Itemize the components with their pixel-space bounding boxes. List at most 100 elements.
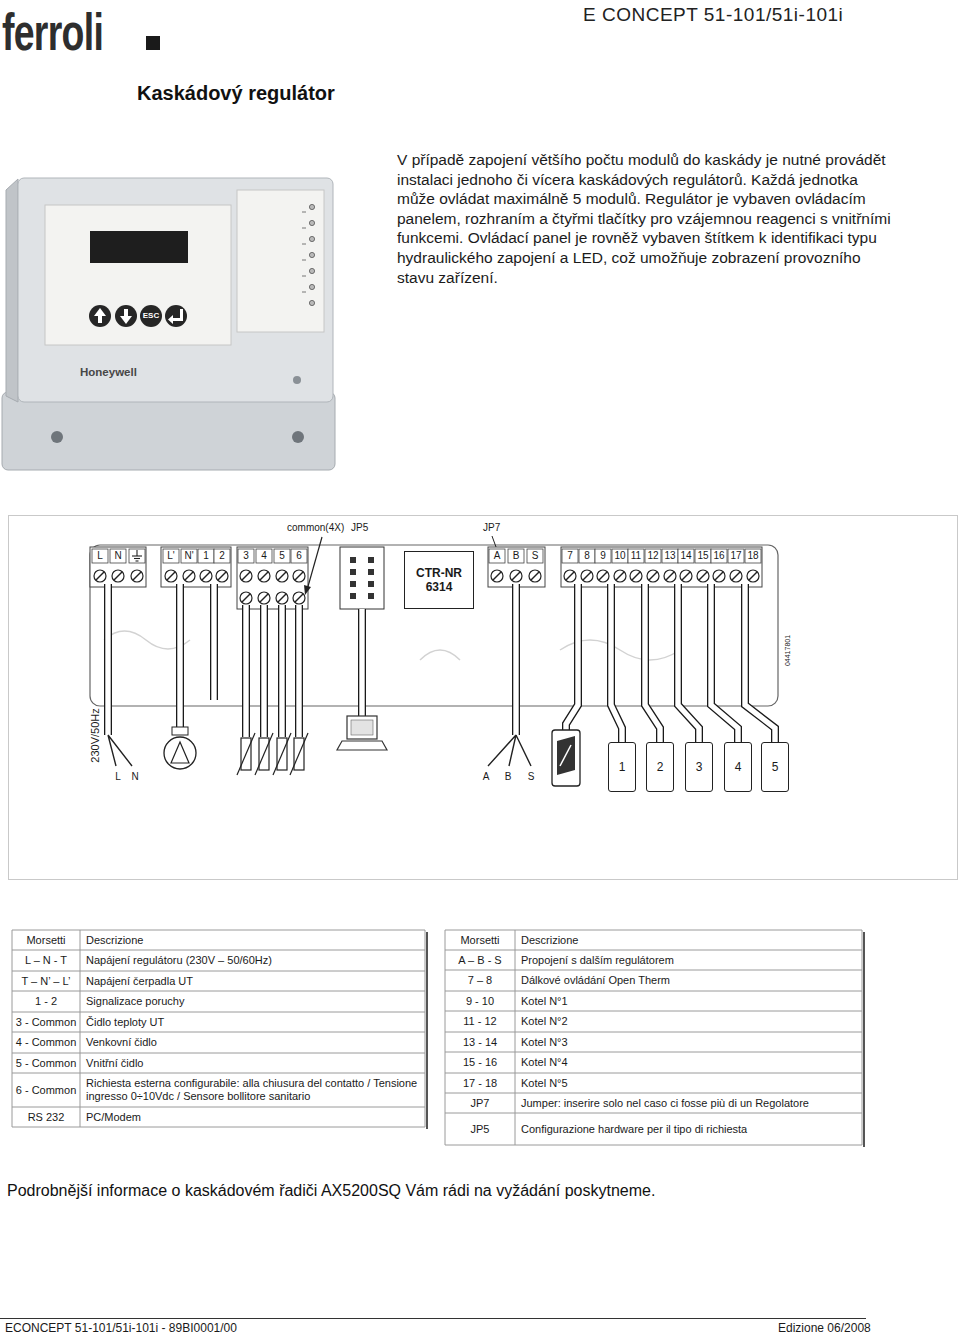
- jumper-block: [368, 581, 374, 587]
- terminal-strip: [489, 549, 505, 563]
- terminal-label: 5: [274, 549, 290, 563]
- cable: [177, 584, 182, 727]
- cable: [210, 584, 218, 700]
- terminal-strip: [678, 549, 694, 563]
- footer-note: Podrobnější informace o kaskádovém řadič…: [7, 1181, 655, 1201]
- terminal-strip: [527, 549, 543, 563]
- controller-photo: [302, 212, 306, 213]
- terminal-strip: [747, 570, 759, 582]
- jumper-block: [368, 569, 374, 575]
- remote-control-symbol: [557, 736, 575, 775]
- terminal-label: L: [92, 549, 108, 563]
- controller-photo: [309, 220, 314, 225]
- controller-photo: [45, 205, 231, 345]
- jumper-block: [350, 557, 374, 599]
- terminal-strip: [645, 549, 661, 563]
- table-cell: 5 - Common: [12, 1053, 80, 1073]
- cable: [296, 605, 301, 737]
- jumper-block: [340, 547, 384, 609]
- table-cell: Venkovní čidlo: [80, 1032, 425, 1053]
- terminal-strip: [163, 549, 179, 563]
- jumper-block: [350, 569, 356, 575]
- table-cell: 6 - Common: [12, 1073, 80, 1107]
- terminal-strip: [508, 549, 524, 563]
- terminal-strip: [529, 570, 541, 582]
- terminal-strip: [136, 560, 139, 561]
- terminal-strip: [745, 549, 761, 563]
- terminal-strip: [291, 549, 307, 563]
- laptop-symbol: [351, 720, 373, 735]
- controller-photo: [237, 190, 324, 332]
- table-cell: Propojení s dalším regulátorem: [515, 950, 862, 970]
- pump-symbol: [171, 742, 189, 763]
- terminal-label: 12: [645, 549, 661, 563]
- terminal-strip: [134, 558, 140, 559]
- table-cell: 7 – 8: [445, 970, 515, 991]
- terminal-label: 15: [695, 549, 711, 563]
- table-cell: JP5: [445, 1113, 515, 1145]
- node-text: 2: [657, 760, 664, 774]
- cable: [260, 605, 268, 737]
- table-grid: [12, 930, 425, 1127]
- terminal-strip: [713, 570, 725, 582]
- terminal-label: N': [181, 549, 197, 563]
- terminal-label: 7: [562, 549, 578, 563]
- boiler-box: 1: [608, 742, 636, 792]
- terminal-strip: [129, 549, 145, 563]
- table-cell: Vnitřní čidlo: [80, 1053, 425, 1073]
- jumper-block: [340, 547, 384, 609]
- controller-photo: [309, 268, 314, 273]
- controller-photo: [309, 204, 314, 305]
- cable: [566, 584, 578, 730]
- jumper-block: [350, 581, 356, 587]
- terminal-strip: [612, 549, 628, 563]
- terminal-strip: [697, 570, 709, 582]
- terminal-strip: [293, 592, 305, 604]
- table-cell: PC/Modem: [80, 1107, 425, 1127]
- cable: [279, 605, 284, 737]
- table-cell: Descrizione: [80, 930, 425, 950]
- table-cell: RS 232: [12, 1107, 80, 1127]
- node-text: 5: [772, 760, 779, 774]
- table-shadow: [427, 932, 864, 1147]
- header-text: E CONCEPT 51-101/51i-101i: [583, 3, 843, 27]
- terminal-strip: [237, 547, 308, 609]
- footer-text: ECONCEPT 51-101/51i-101i - 89BI0001/00: [5, 1321, 237, 1336]
- table-cell: 15 - 16: [445, 1052, 515, 1073]
- terminal-strip: [112, 570, 124, 582]
- terminal-strip: [92, 549, 108, 563]
- wire-label: N: [129, 771, 141, 783]
- terminal-strip: [94, 570, 106, 582]
- terminal-strip: [564, 570, 576, 582]
- terminal-label: 3: [238, 549, 254, 563]
- terminal-strip: [132, 550, 142, 561]
- boiler-box: 2: [646, 742, 674, 792]
- terminal-label: 18: [745, 549, 761, 563]
- header-mark: [146, 36, 160, 50]
- controller-photo: [309, 204, 314, 209]
- table-grid: [445, 930, 862, 1145]
- table-cell: T – N’ – L’: [12, 971, 80, 991]
- remote-control-symbol: [552, 730, 580, 786]
- controller-photo: [302, 228, 306, 229]
- terminal-strip: [695, 549, 711, 563]
- wiring-frame: [9, 516, 958, 880]
- cable: [611, 584, 622, 742]
- sensor-symbol: [237, 733, 255, 775]
- terminal-strip: [595, 549, 611, 563]
- terminal-strip: [183, 570, 195, 582]
- terminal-strip: [293, 570, 305, 582]
- terminal-strip: [597, 570, 609, 582]
- terminal-strip: [238, 549, 254, 563]
- table-cell: Kotel N°3: [515, 1032, 862, 1052]
- terminal-label: 16: [711, 549, 727, 563]
- page-title: Kaskádový regulátor: [137, 81, 335, 105]
- cable: [105, 584, 110, 735]
- table-cell: Kotel N°5: [515, 1073, 862, 1093]
- footer-text: Edizione 06/2008: [778, 1321, 871, 1336]
- wire-label: L: [112, 771, 124, 783]
- node-text: 3: [696, 760, 703, 774]
- table-cell: Descrizione: [515, 930, 862, 950]
- wiring-frame: [104, 631, 680, 660]
- table-cell: 3 - Common: [12, 1012, 80, 1032]
